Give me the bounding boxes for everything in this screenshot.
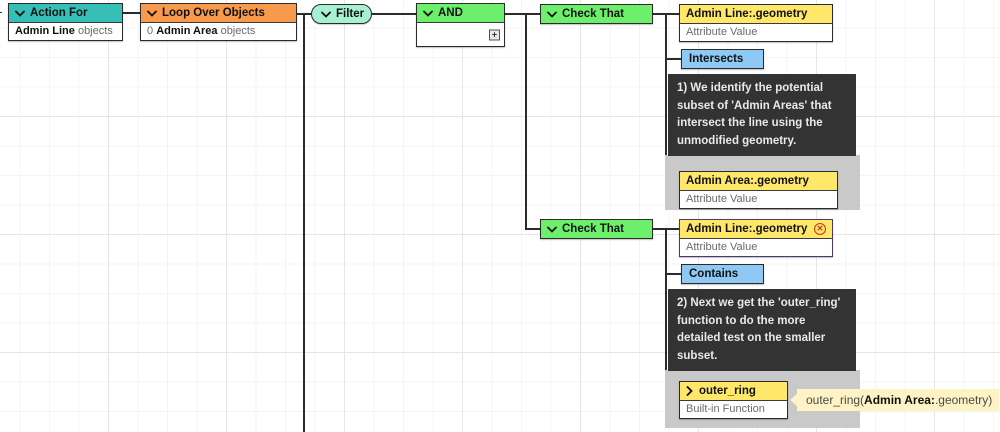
node-attr-admin-line-1-title: Admin Line:.geometry	[686, 8, 808, 20]
wire-check1-out	[653, 13, 671, 15]
node-loop-title: Loop Over Objects	[162, 7, 265, 19]
chevron-down-icon[interactable]	[147, 10, 157, 17]
node-check-that-2[interactable]: Check That	[540, 219, 653, 239]
node-attr-admin-area-header[interactable]: Admin Area:.geometry	[680, 172, 837, 190]
wire-loop-to-filter	[297, 13, 313, 15]
wire-left-rail	[0, 12, 2, 13]
node-check-that-1-header[interactable]: Check That	[541, 5, 652, 23]
operator-contains-label: Contains	[689, 268, 739, 280]
node-check-that-1-title: Check That	[562, 8, 624, 20]
operator-contains[interactable]: Contains	[681, 264, 764, 284]
wire-and-out	[505, 13, 527, 15]
comment-step-2-text: 2) Next we get the 'outer_ring' function…	[677, 297, 841, 362]
wire-branch-to-check1	[525, 13, 541, 15]
wire-filter-to-and	[372, 13, 416, 15]
node-attr-admin-line-2-header[interactable]: Admin Line:.geometry ✕	[680, 220, 832, 238]
node-check-that-1[interactable]: Check That	[540, 4, 653, 24]
wire-check2-to-op	[665, 273, 681, 275]
node-action-for-header[interactable]: Action For	[9, 4, 122, 22]
node-attr-admin-area-body: Attribute Value	[680, 190, 837, 208]
node-action-for-body: Admin Line objects	[9, 22, 122, 40]
chevron-right-icon[interactable]	[686, 386, 694, 396]
expression-suffix: )	[988, 393, 993, 407]
node-attr-admin-area[interactable]: Admin Area:.geometry Attribute Value	[679, 171, 838, 209]
node-outer-ring-body: Built-in Function	[680, 400, 787, 418]
chevron-down-icon[interactable]	[547, 11, 557, 18]
wire-action-to-loop	[122, 12, 140, 14]
node-action-for-suffix: objects	[74, 25, 113, 37]
node-action-for-title: Action For	[30, 7, 88, 19]
node-outer-ring[interactable]: outer_ring Built-in Function	[679, 381, 788, 419]
node-and-body: +	[417, 22, 504, 46]
wire-loop-rail	[303, 13, 305, 432]
node-action-for-object: Admin Line	[15, 25, 75, 37]
node-outer-ring-header[interactable]: outer_ring	[680, 382, 787, 400]
wire-check1-rail	[665, 13, 667, 198]
expression-attribute: .geometry	[934, 393, 989, 407]
node-check-that-2-header[interactable]: Check That	[541, 220, 652, 238]
comment-step-1[interactable]: 1) We identify the potential subset of '…	[668, 74, 856, 156]
node-filter-pill[interactable]: Filter	[311, 4, 372, 24]
wire-check1-to-attr	[665, 13, 679, 15]
node-attr-admin-area-title: Admin Area:.geometry	[686, 175, 809, 187]
node-check-that-2-title: Check That	[562, 223, 624, 235]
chevron-down-icon[interactable]	[423, 10, 433, 17]
node-outer-ring-title: outer_ring	[699, 385, 756, 397]
node-and-header[interactable]: AND	[417, 4, 504, 22]
wire-check2-rail	[665, 228, 667, 398]
node-loop-header[interactable]: Loop Over Objects	[141, 4, 296, 22]
node-attr-admin-line-2-title: Admin Line:.geometry	[686, 223, 808, 235]
comment-step-1-text: 1) We identify the potential subset of '…	[677, 82, 832, 147]
node-action-for[interactable]: Action For Admin Line objects	[8, 3, 123, 41]
wire-and-branch	[525, 13, 527, 230]
node-and[interactable]: AND +	[416, 3, 505, 47]
node-loop-count: 0	[147, 25, 157, 37]
expression-prefix: outer_ring(	[806, 393, 865, 407]
wire-branch-to-check2	[525, 228, 541, 230]
node-loop-body: 0 Admin Area objects	[141, 22, 296, 40]
operator-intersects[interactable]: Intersects	[681, 49, 764, 69]
node-loop-suffix: objects	[217, 25, 256, 37]
operator-intersects-label: Intersects	[689, 53, 744, 65]
wire-check2-to-attr	[665, 228, 679, 230]
node-attr-admin-line-2[interactable]: Admin Line:.geometry ✕ Attribute Value	[679, 219, 833, 257]
node-and-title: AND	[438, 7, 463, 19]
wire-check2-out	[653, 228, 671, 230]
expression-object: Admin Area:	[864, 393, 935, 407]
wire-check1-to-op	[665, 58, 681, 60]
node-filter-label: Filter	[336, 7, 365, 20]
node-attr-admin-line-1-header[interactable]: Admin Line:.geometry	[680, 5, 832, 23]
error-circle-icon[interactable]: ✕	[814, 223, 826, 235]
comment-step-2[interactable]: 2) Next we get the 'outer_ring' function…	[668, 289, 856, 371]
node-attr-admin-line-2-body: Attribute Value	[680, 238, 832, 256]
node-loop-object: Admin Area	[156, 25, 218, 37]
chevron-down-icon[interactable]	[15, 10, 25, 17]
add-condition-button[interactable]: +	[489, 29, 500, 40]
node-attr-admin-line-1-body: Attribute Value	[680, 23, 832, 41]
chevron-down-icon[interactable]	[321, 11, 331, 18]
chevron-down-icon[interactable]	[547, 226, 557, 233]
node-loop-over-objects[interactable]: Loop Over Objects 0 Admin Area objects	[140, 3, 297, 41]
node-attr-admin-line-1[interactable]: Admin Line:.geometry Attribute Value	[679, 4, 833, 42]
expression-outer-ring: outer_ring(Admin Area:.geometry)	[797, 389, 1000, 411]
